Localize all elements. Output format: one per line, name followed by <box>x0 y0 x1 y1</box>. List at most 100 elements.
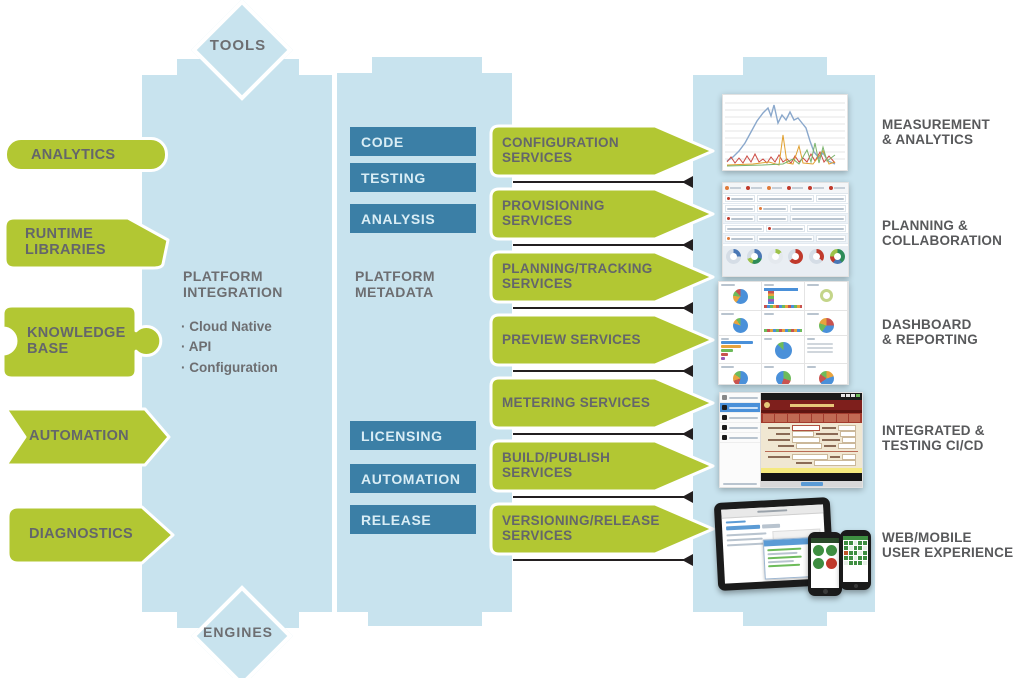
phone-device-calendar <box>840 530 871 590</box>
left-item-label: KNOWLEDGE BASE <box>27 325 126 357</box>
service-label: CONFIGURATION SERVICES <box>502 135 619 165</box>
bullet-item: Cloud Native <box>181 317 278 337</box>
tablet-dialog <box>762 537 813 580</box>
pie-chart <box>818 318 834 333</box>
store-logo <box>764 402 770 408</box>
connector-line <box>513 302 693 314</box>
pie-chart <box>732 371 748 384</box>
service-arrow-metering: METERING SERVICES <box>488 376 716 430</box>
donut-chart <box>819 289 833 302</box>
left-item-label: AUTOMATION <box>29 428 129 445</box>
column-metadata-top-tab <box>372 57 482 77</box>
gauge-green <box>826 545 837 556</box>
service-arrow-versioning-release: VERSIONING/RELEASE SERVICES <box>488 502 716 556</box>
planning-progress-donuts <box>723 246 848 276</box>
platform-integration-title: PLATFORM INTEGRATION <box>183 268 283 301</box>
arrowhead-icon <box>682 302 693 314</box>
store-form <box>761 393 862 487</box>
store-sidebar <box>720 393 761 487</box>
chevron-arrow-shape <box>4 407 171 467</box>
gauge-red <box>826 558 837 569</box>
donut-chart <box>746 249 762 264</box>
donut-chart <box>830 249 846 264</box>
right-label-planning-collaboration: PLANNING & COLLABORATION <box>882 218 1003 249</box>
platform-metadata-title: PLATFORM METADATA <box>355 268 435 301</box>
gauge-green <box>813 558 824 569</box>
metadata-box-analysis: ANALYSIS <box>350 204 476 233</box>
service-label: METERING SERVICES <box>502 394 651 410</box>
column-screens-bottom-tab <box>743 610 827 626</box>
arrowhead-icon <box>682 491 693 503</box>
puzzle-shape <box>1 304 163 380</box>
home-button <box>853 584 858 588</box>
arrowhead-icon <box>682 365 693 377</box>
measurement-line-chart-screenshot <box>722 94 848 171</box>
planning-collaboration-screenshot <box>722 182 849 277</box>
right-label-web-mobile: WEB/MOBILE USER EXPERIENCE <box>882 530 1014 561</box>
column-screens-top-tab <box>743 57 827 77</box>
left-item-runtime-libraries: RUNTIME LIBRARIES <box>2 215 172 271</box>
donut-chart <box>809 249 825 264</box>
service-label: BUILD/PUBLISH SERVICES <box>502 450 611 480</box>
cicd-store-form-screenshot <box>719 392 863 488</box>
web-mobile-devices-screenshot <box>712 494 871 604</box>
connector-line <box>513 365 693 377</box>
store-footer-button <box>800 482 823 486</box>
service-arrow-configuration: CONFIGURATION SERVICES <box>488 124 716 178</box>
arrow-bevel-shape <box>3 216 170 270</box>
service-arrow-preview: PREVIEW SERVICES <box>488 313 716 367</box>
connector-line <box>513 428 693 440</box>
arrowhead-icon <box>682 554 693 566</box>
donut-chart <box>725 249 741 264</box>
service-arrow-provisioning: PROVISIONING SERVICES <box>488 187 716 241</box>
arrowhead-icon <box>682 176 693 188</box>
service-label: PREVIEW SERVICES <box>502 331 641 347</box>
line-chart-graphic <box>725 102 845 167</box>
left-item-automation: AUTOMATION <box>2 406 172 468</box>
service-arrow-planning-tracking: PLANNING/TRACKING SERVICES <box>488 250 716 304</box>
phone-device-gauges <box>808 532 842 596</box>
right-label-measurement-analytics: MEASUREMENT & ANALYTICS <box>882 117 990 148</box>
pie-chart <box>775 371 791 384</box>
stacked-bar <box>768 291 774 304</box>
left-item-diagnostics: DIAGNOSTICS <box>4 504 176 566</box>
connector-line <box>513 554 693 566</box>
service-label: VERSIONING/RELEASE SERVICES <box>502 513 660 543</box>
connector-line <box>513 239 693 251</box>
connector-line <box>513 491 693 503</box>
service-label: PROVISIONING SERVICES <box>502 198 605 228</box>
service-arrow-build-publish: BUILD/PUBLISH SERVICES <box>488 439 716 493</box>
pie-chart <box>774 342 792 359</box>
connector-line <box>513 176 693 188</box>
arrowhead-icon <box>682 239 693 251</box>
bullet-item: Configuration <box>181 358 277 378</box>
left-item-label: ANALYTICS <box>31 146 116 163</box>
metadata-box-licensing: LICENSING <box>350 421 476 450</box>
column-metadata-bottom-tab <box>368 610 482 626</box>
pie-chart <box>818 371 834 384</box>
right-label-dashboard-reporting: DASHBOARD & REPORTING <box>882 317 978 348</box>
left-item-label: DIAGNOSTICS <box>29 526 133 543</box>
round-arrow-shape <box>6 505 175 565</box>
engines-label: ENGINES <box>202 624 273 640</box>
home-button <box>823 589 828 594</box>
pie-chart <box>732 289 748 304</box>
metadata-box-release: RELEASE <box>350 505 476 534</box>
metadata-box-testing: TESTING <box>350 163 476 192</box>
tools-label: TOOLS <box>209 37 267 54</box>
metadata-box-code: CODE <box>350 127 476 156</box>
planning-tabs <box>723 183 848 194</box>
bullet-item: API <box>181 337 278 357</box>
left-item-analytics: ANALYTICS <box>4 137 168 172</box>
left-item-knowledge-base: KNOWLEDGE BASE <box>0 303 172 381</box>
right-label-integrated-testing: INTEGRATED & TESTING CI/CD <box>882 423 985 454</box>
gauge-green <box>813 545 824 556</box>
service-label: PLANNING/TRACKING SERVICES <box>502 261 653 291</box>
donut-chart <box>788 249 804 264</box>
platform-integration-bullets: Cloud Native API Configuration <box>181 317 278 378</box>
metadata-box-automation: AUTOMATION <box>350 464 476 493</box>
dashboard-reporting-screenshot <box>718 281 849 385</box>
left-item-label: RUNTIME LIBRARIES <box>25 226 106 258</box>
donut-chart <box>767 249 783 264</box>
